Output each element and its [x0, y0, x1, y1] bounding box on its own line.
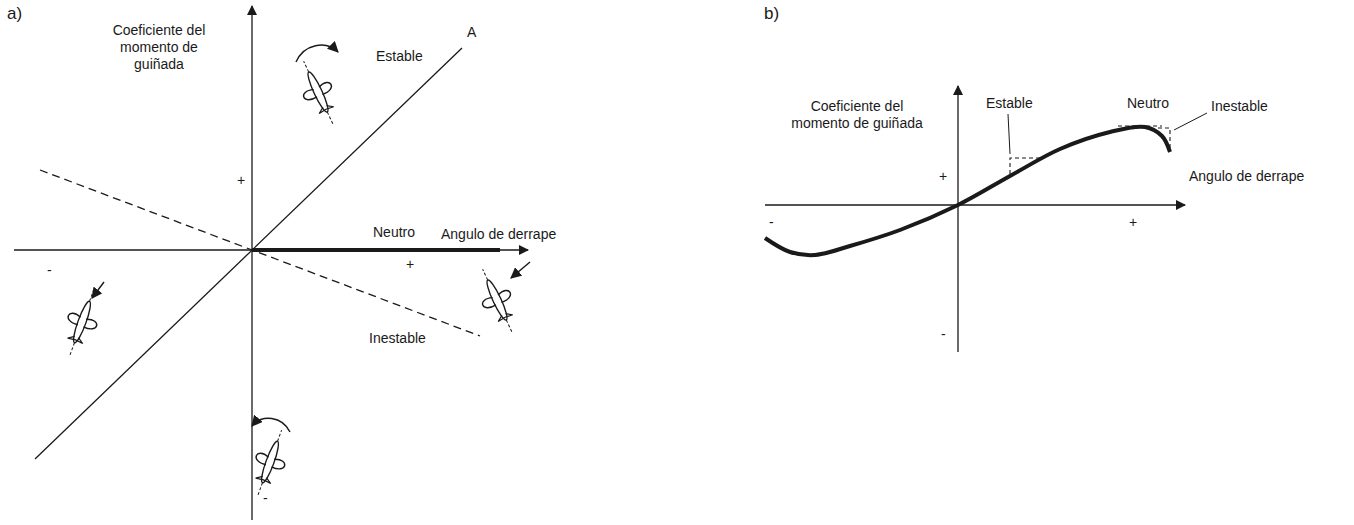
sign-label: A	[466, 24, 477, 41]
curve-label: Estable	[375, 48, 424, 65]
sign-label: -	[46, 262, 53, 279]
airplane-icon	[290, 45, 347, 131]
airplane-icon	[469, 262, 530, 339]
curve-label: Neutro	[372, 224, 416, 241]
panel-a-axes	[14, 6, 528, 520]
sign-label: +	[236, 172, 246, 189]
airplane-icon	[56, 282, 108, 361]
sign-label: -	[768, 214, 775, 231]
neutral-line	[252, 248, 500, 252]
airplane-icon	[244, 418, 296, 501]
panel-label: b)	[763, 4, 780, 24]
leader-line	[1008, 113, 1207, 154]
axis-title: Coeficiente del momento de guiñada	[96, 22, 222, 72]
sign-label: +	[405, 256, 415, 273]
curve-label: Inestable	[368, 330, 427, 347]
panel-b-axes	[765, 86, 1185, 352]
panel-label: a)	[6, 4, 23, 24]
unstable-line	[40, 170, 480, 336]
sign-label: +	[938, 168, 948, 185]
curve-label: Neutro	[1126, 95, 1170, 112]
stable-line	[35, 48, 462, 459]
curve-label: Angulo de derrape	[440, 226, 557, 243]
curve-label: Estable	[985, 95, 1034, 112]
curve-label: Inestable	[1210, 98, 1269, 115]
sign-label: +	[1128, 214, 1138, 231]
sign-label: -	[262, 490, 269, 507]
curve-label: Angulo de derrape	[1188, 168, 1305, 185]
tangent-brackets	[1010, 126, 1170, 174]
sign-label: -	[940, 326, 947, 343]
axis-title: Coeficiente del momento de guiñada	[790, 98, 924, 132]
yaw-moment-curve	[765, 127, 1170, 256]
